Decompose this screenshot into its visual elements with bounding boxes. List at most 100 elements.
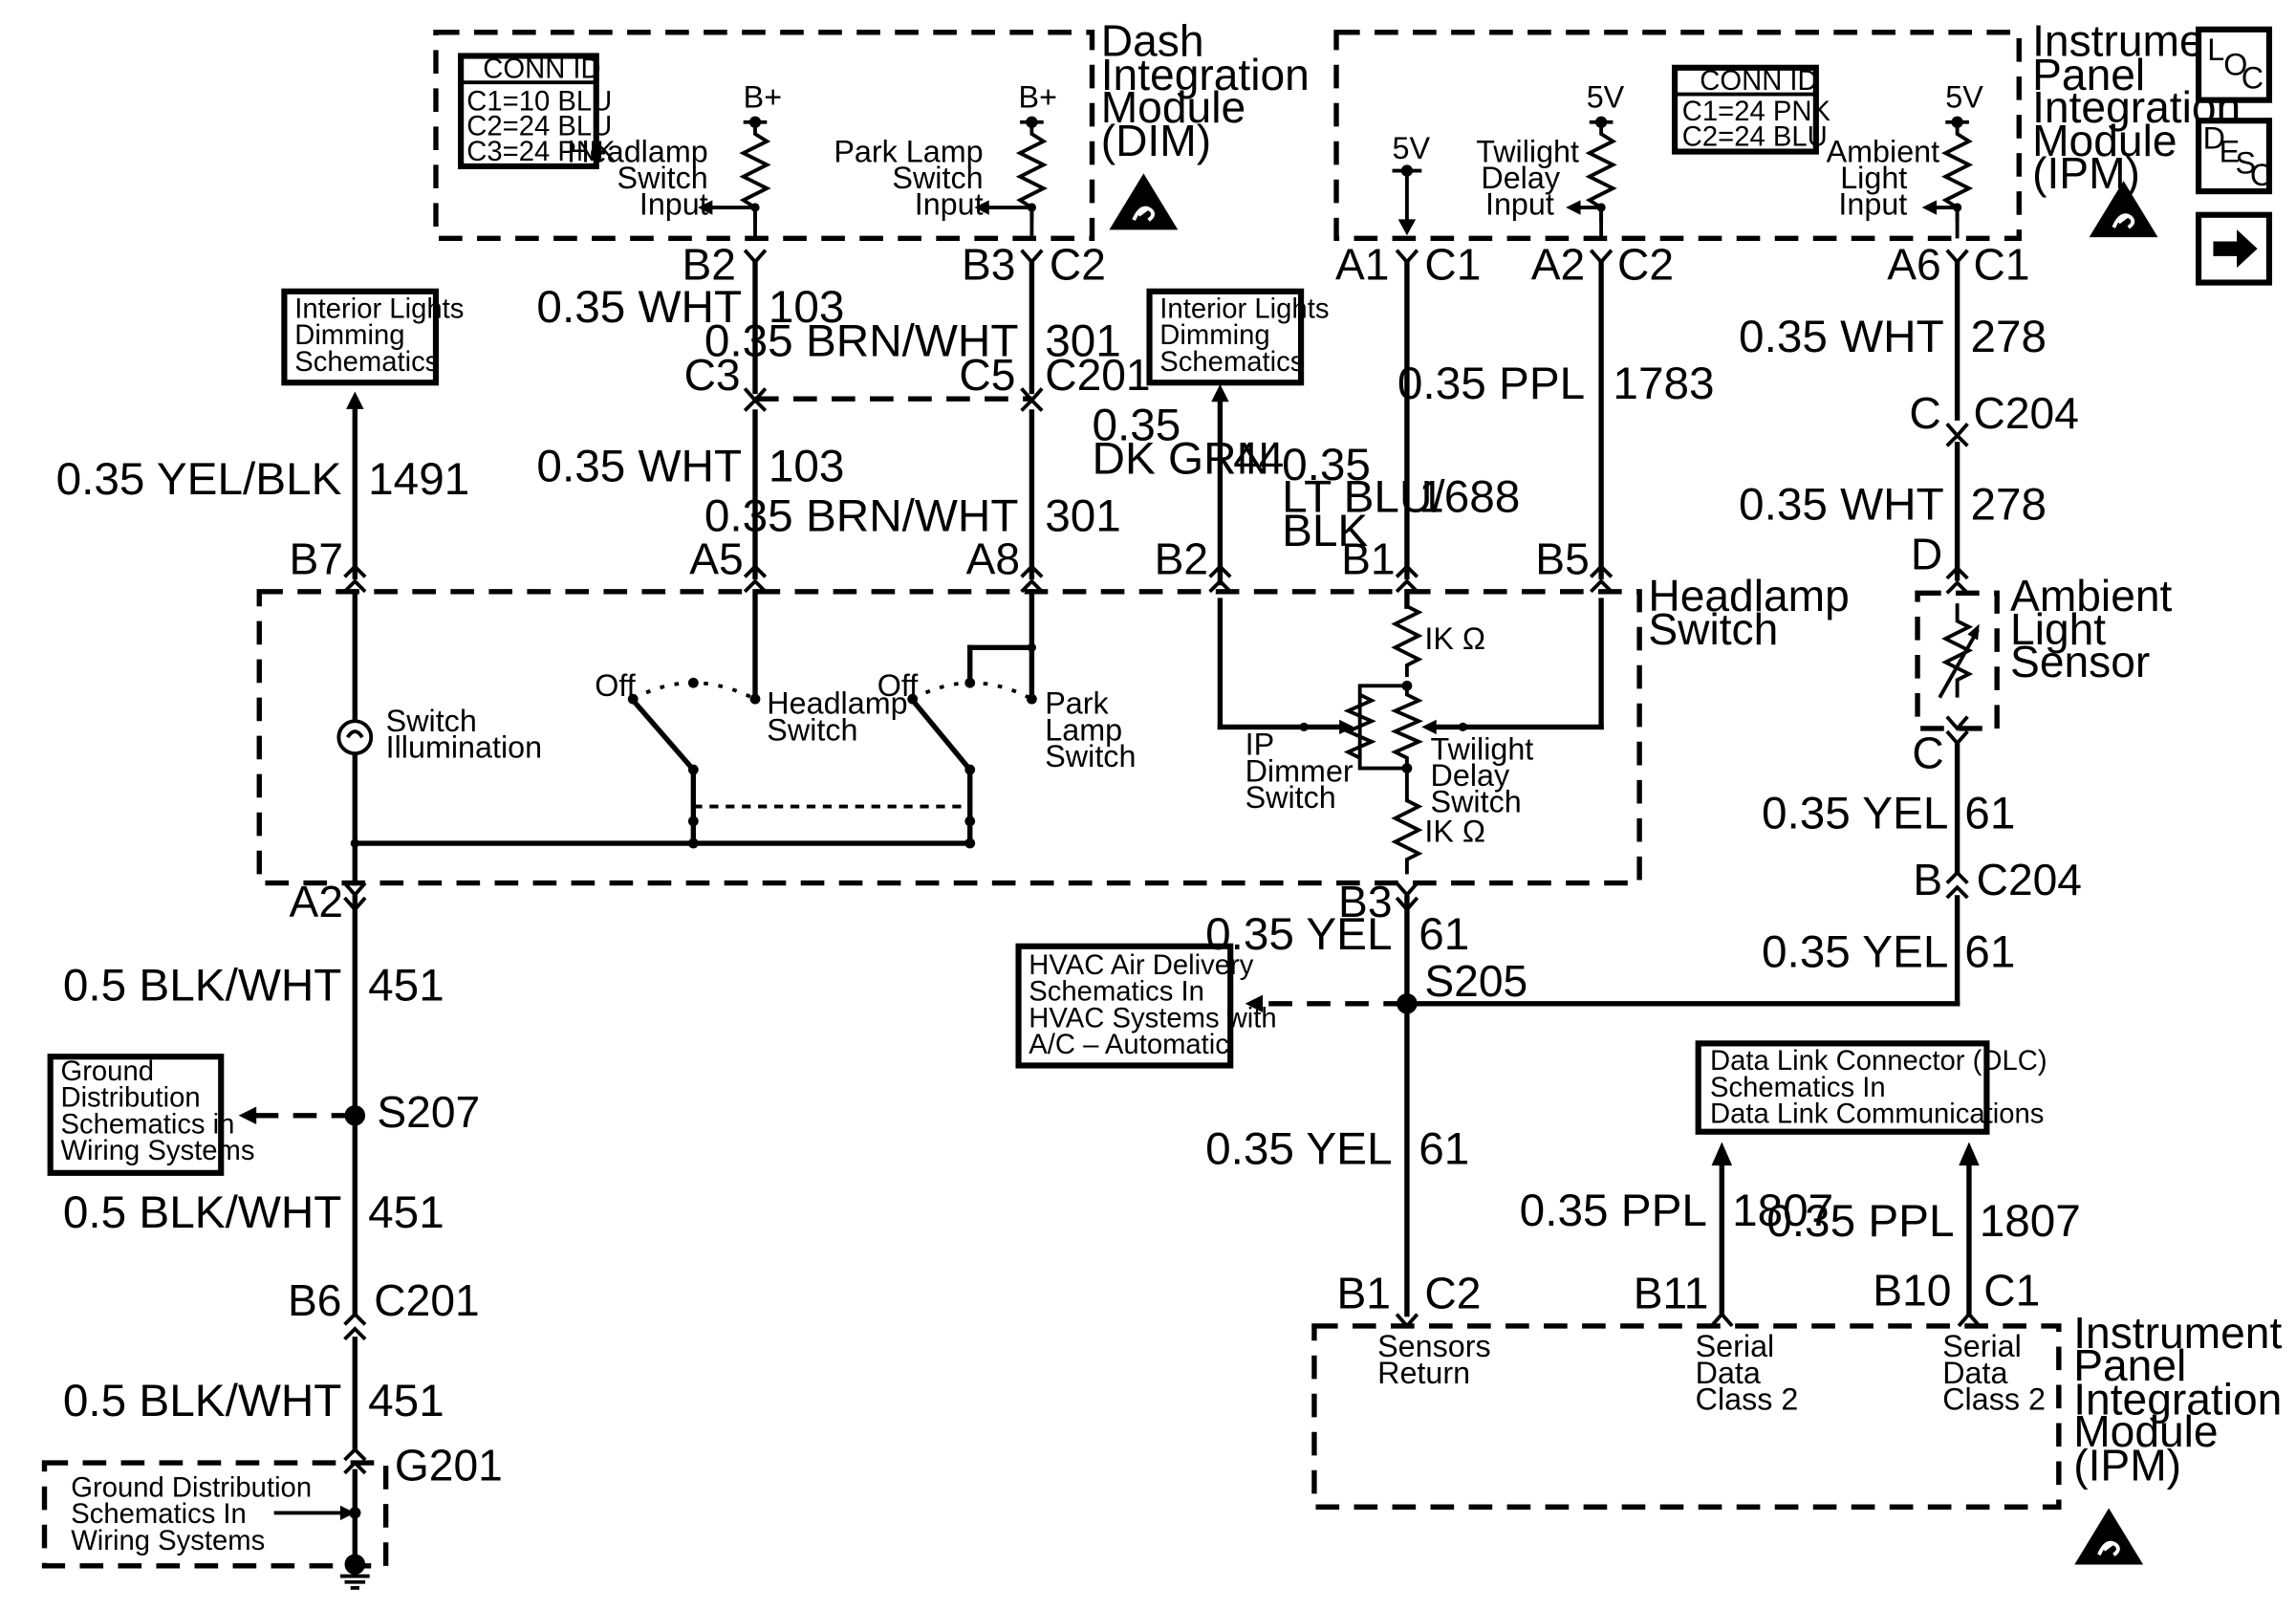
wire-circuit: 61	[1419, 1124, 1469, 1175]
dim-headlamp-input: B+ Headlamp Switch Input	[567, 79, 782, 239]
ref-hvac-air-delivery[interactable]: HVAC Air Delivery Schematics In HVAC Sys…	[1015, 943, 1277, 1069]
connector-terminals	[343, 249, 1982, 1475]
ground-label: G201	[395, 1441, 503, 1490]
off-label: Off	[877, 668, 920, 703]
dim-module-outline	[433, 30, 1095, 242]
pin-label: B2	[1155, 533, 1208, 583]
conn-id-title: CONN ID	[1700, 66, 1817, 97]
resistor-label: IK Ω	[1424, 621, 1485, 656]
wire-runs	[238, 259, 1980, 1590]
pin-label: A2	[290, 877, 343, 926]
wire-circuit: 301	[1045, 316, 1121, 367]
ref-ground-distribution[interactable]: Ground Distribution Schematics in Wiring…	[47, 1054, 255, 1176]
ipm-pin-label: Serial	[1696, 1329, 1775, 1363]
input-label: Input	[639, 187, 708, 222]
ipm-ambient-input: 5V Ambient Light Input	[1827, 79, 1983, 239]
svg-text:Schematics in: Schematics in	[60, 1109, 234, 1140]
wire-circuit: 1688	[1419, 472, 1520, 523]
ipm-conn-id-box: CONN ID C1=24 PNK C2=24 BLU	[1671, 64, 1830, 155]
next-arrow-icon[interactable]	[2195, 211, 2273, 286]
wire-gauge: 0.35	[1282, 440, 1371, 490]
wire-circuit: 278	[1970, 479, 2047, 530]
ipm-pin-label: Sensors	[1377, 1329, 1491, 1363]
esd-warning-icon	[1109, 173, 1178, 229]
input-label: Headlamp	[567, 134, 707, 168]
wire-gauge: 0.35 PPL	[1397, 359, 1585, 409]
ambient-light-sensor: Ambient Light Sensor	[1915, 571, 2173, 731]
wire-circuit: 451	[368, 1376, 444, 1426]
desc-icon[interactable]: D E S C	[2195, 118, 2272, 195]
wire-gauge: 0.35 BRN/WHT	[704, 316, 1019, 367]
park-lamp-switch-label: Switch	[1045, 739, 1136, 773]
conn-id-row: C2=24 BLU	[1682, 121, 1828, 152]
svg-text:O: O	[2223, 48, 2247, 82]
ipm-title-line: Panel	[2073, 1340, 2186, 1390]
pin-label: B3	[1338, 877, 1392, 926]
pin-label: C	[1909, 388, 1940, 438]
wire-circuit: 1807	[1732, 1186, 1833, 1236]
dim-module: Dash Integration Module (DIM) CONN ID C1…	[433, 15, 1310, 242]
ipm-top-module: Instrument Panel Integration Module (IPM…	[1333, 15, 2241, 242]
pin-label: B3	[962, 239, 1015, 289]
pin-label: A6	[1887, 239, 1940, 289]
supply-label: 5V	[1945, 79, 1983, 114]
twilight-delay-label: Twilight	[1431, 731, 1534, 766]
ambient-sensor-outline	[1915, 590, 2000, 731]
wire-gauge: 0.35 YEL	[1762, 926, 1948, 977]
supply-label: 5V	[1587, 79, 1625, 114]
wire-circuit: 1491	[368, 454, 469, 505]
pin-label: A5	[689, 533, 743, 583]
pin-labels: B2 B3 C2 C3 C5 C201 A1 C1 A2 C2 A6 C1 C …	[288, 239, 2082, 1490]
resistor-label: IK Ω	[1424, 814, 1485, 848]
svg-text:C: C	[2250, 158, 2272, 192]
svg-text:Ground Distribution: Ground Distribution	[71, 1472, 312, 1503]
svg-text:Interior Lights: Interior Lights	[294, 294, 464, 324]
ipm-bottom-module: Instrument Panel Integration Module (IPM…	[1311, 1308, 2282, 1565]
svg-text:Schematics: Schematics	[294, 347, 439, 378]
dim-park-lamp-input: B+ Park Lamp Switch Input	[834, 79, 1057, 239]
ambient-sensor-title: Light	[2010, 604, 2106, 654]
pin-label: C2	[1050, 239, 1106, 289]
headlamp-switch-label: Headlamp	[767, 686, 907, 721]
ambient-sensor-title: Ambient	[2010, 571, 2172, 620]
pin-label: B5	[1535, 533, 1589, 583]
twilight-delay-label: Switch	[1431, 785, 1522, 819]
wire-circuit: 44	[1233, 434, 1284, 485]
park-lamp-switch-label: Lamp	[1045, 712, 1122, 747]
loc-icon[interactable]: L O C	[2195, 26, 2273, 103]
park-lamp-switch-label: Park	[1045, 686, 1109, 721]
dim-title-line-3: Module	[1101, 82, 1245, 132]
pin-label: C1	[1983, 1265, 2040, 1315]
splice-label: S205	[1424, 956, 1527, 1006]
wire-gauge: 0.35	[1093, 400, 1181, 450]
ref-interior-lights-mid[interactable]: Interior Lights Dimming Schematics	[1146, 288, 1330, 386]
wire-circuit: 1807	[1980, 1196, 2081, 1247]
ref-interior-lights-left[interactable]: Interior Lights Dimming Schematics	[281, 288, 464, 386]
svg-text:Wiring Systems: Wiring Systems	[71, 1526, 265, 1556]
illumination-label: Illumination	[386, 730, 542, 765]
bulb-icon	[336, 719, 374, 756]
ip-dimmer-label: Dimmer	[1245, 753, 1354, 788]
svg-text:Wiring Systems: Wiring Systems	[60, 1136, 254, 1166]
ipm-pin-label: Data	[1942, 1356, 2007, 1390]
ipm-pin-label: Class 2	[1696, 1382, 1799, 1417]
svg-text:L: L	[2207, 33, 2224, 67]
pin-label: B7	[290, 533, 343, 583]
svg-text:HVAC Systems with: HVAC Systems with	[1029, 1003, 1276, 1033]
ipm-title-line: Integration	[2073, 1374, 2282, 1424]
wire-gauge: 0.35 YEL	[1762, 789, 1948, 839]
wire-gauge: 0.35 WHT	[1739, 479, 1944, 530]
svg-text:Dimming: Dimming	[294, 320, 404, 351]
input-label: Input	[915, 187, 984, 222]
pin-label: A2	[1531, 239, 1585, 289]
svg-text:Dimming: Dimming	[1159, 320, 1269, 351]
ref-ground-g201[interactable]: Ground Distribution Schematics In Wiring…	[41, 1460, 389, 1569]
dim-title-line-4: (DIM)	[1101, 116, 1211, 165]
pin-label: C204	[1974, 388, 2079, 438]
headlamp-switch-label: Switch	[767, 712, 857, 747]
pin-label: C1	[1424, 239, 1481, 289]
pin-label: B1	[1341, 533, 1395, 583]
ref-data-link-connector[interactable]: Data Link Connector (DLC) Schematics In …	[1695, 1040, 2047, 1135]
svg-text:Schematics: Schematics	[1159, 347, 1304, 378]
ipm-pin-label: Serial	[1942, 1329, 2022, 1363]
